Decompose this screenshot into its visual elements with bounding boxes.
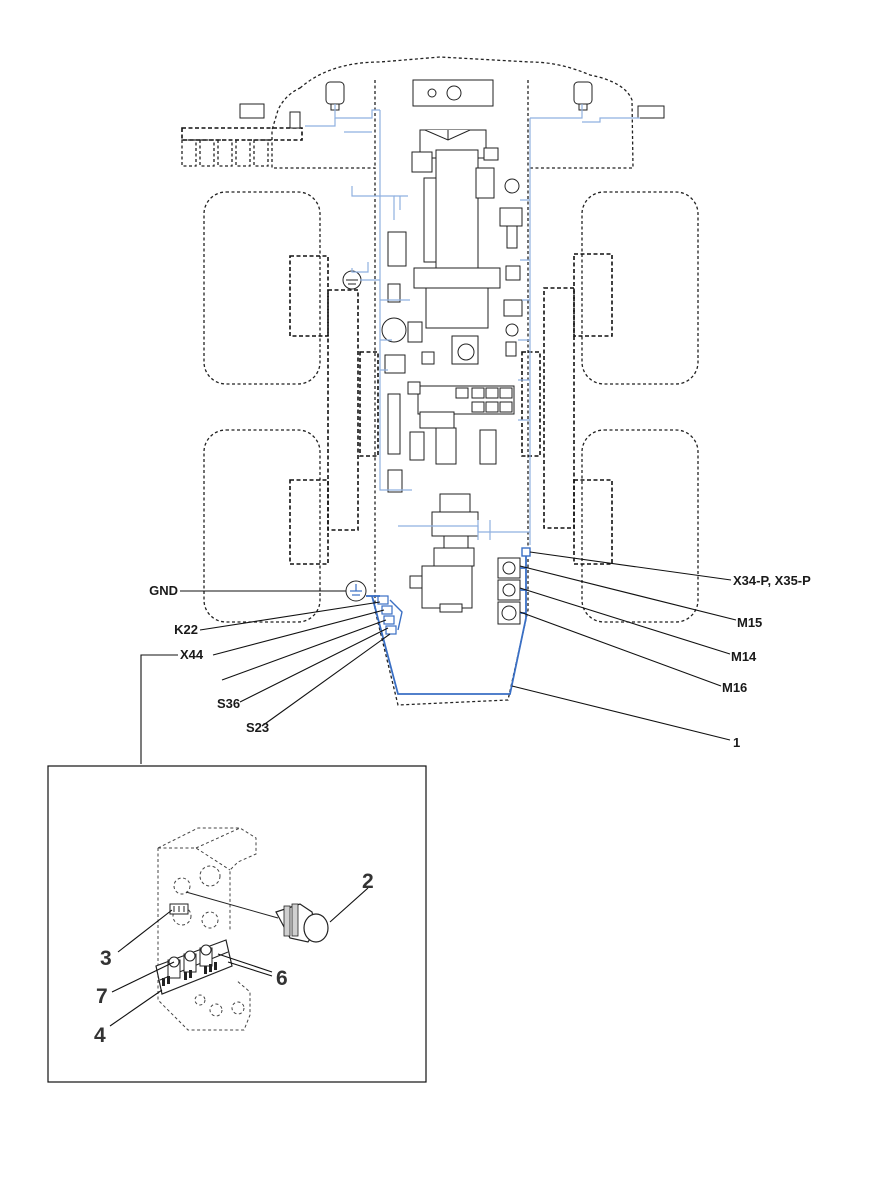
label-s36: S36 <box>217 696 240 711</box>
headlight-right <box>573 81 665 119</box>
label-k22: K22 <box>174 622 198 637</box>
label-gnd: GND <box>149 583 178 598</box>
label-item-1: 1 <box>733 735 740 750</box>
detail-label-6: 6 <box>276 967 288 990</box>
detail-leaders <box>109 887 369 1027</box>
front-left-step <box>181 127 303 167</box>
switch-cluster <box>377 595 403 635</box>
motor-m15 <box>497 557 521 579</box>
relay-box <box>387 381 515 455</box>
motor-m14 <box>497 579 521 601</box>
headlight-left <box>239 81 345 129</box>
label-x34-x35: X34-P, X35-P <box>733 573 811 588</box>
wheel-rear-left <box>203 429 329 623</box>
hydraulic-block <box>409 493 479 613</box>
label-m16: M16 <box>722 680 747 695</box>
label-m14: M14 <box>731 649 757 664</box>
connector-x34-x35 <box>521 547 531 557</box>
ground-symbol <box>342 270 367 602</box>
wheel-front-right <box>543 191 699 529</box>
engine-assembly <box>381 129 523 374</box>
detail-label-7: 7 <box>96 985 108 1008</box>
detail-inset: 2 3 7 4 6 <box>47 765 427 1083</box>
chassis-outline <box>271 56 634 706</box>
mounting-bracket <box>157 827 257 1031</box>
label-s23: S23 <box>246 720 269 735</box>
dashboard-panel <box>412 79 494 107</box>
detail-label-3: 3 <box>100 947 112 970</box>
label-x44: X44 <box>180 647 204 662</box>
wheel-front-left <box>203 191 359 531</box>
detail-label-4: 4 <box>94 1024 106 1047</box>
callout-labels: GND K22 X44 S36 S23 X34-P, X35-P M15 M14… <box>149 573 811 750</box>
leader-lines <box>140 551 737 764</box>
label-m15: M15 <box>737 615 762 630</box>
wheel-rear-right <box>573 429 699 623</box>
motor-m16 <box>497 601 521 625</box>
detail-label-2: 2 <box>362 870 374 893</box>
frame-rails <box>359 351 541 457</box>
small-connector <box>169 903 189 915</box>
push-button <box>185 891 329 943</box>
lower-connectors <box>387 427 497 493</box>
light-wiring <box>305 104 640 545</box>
